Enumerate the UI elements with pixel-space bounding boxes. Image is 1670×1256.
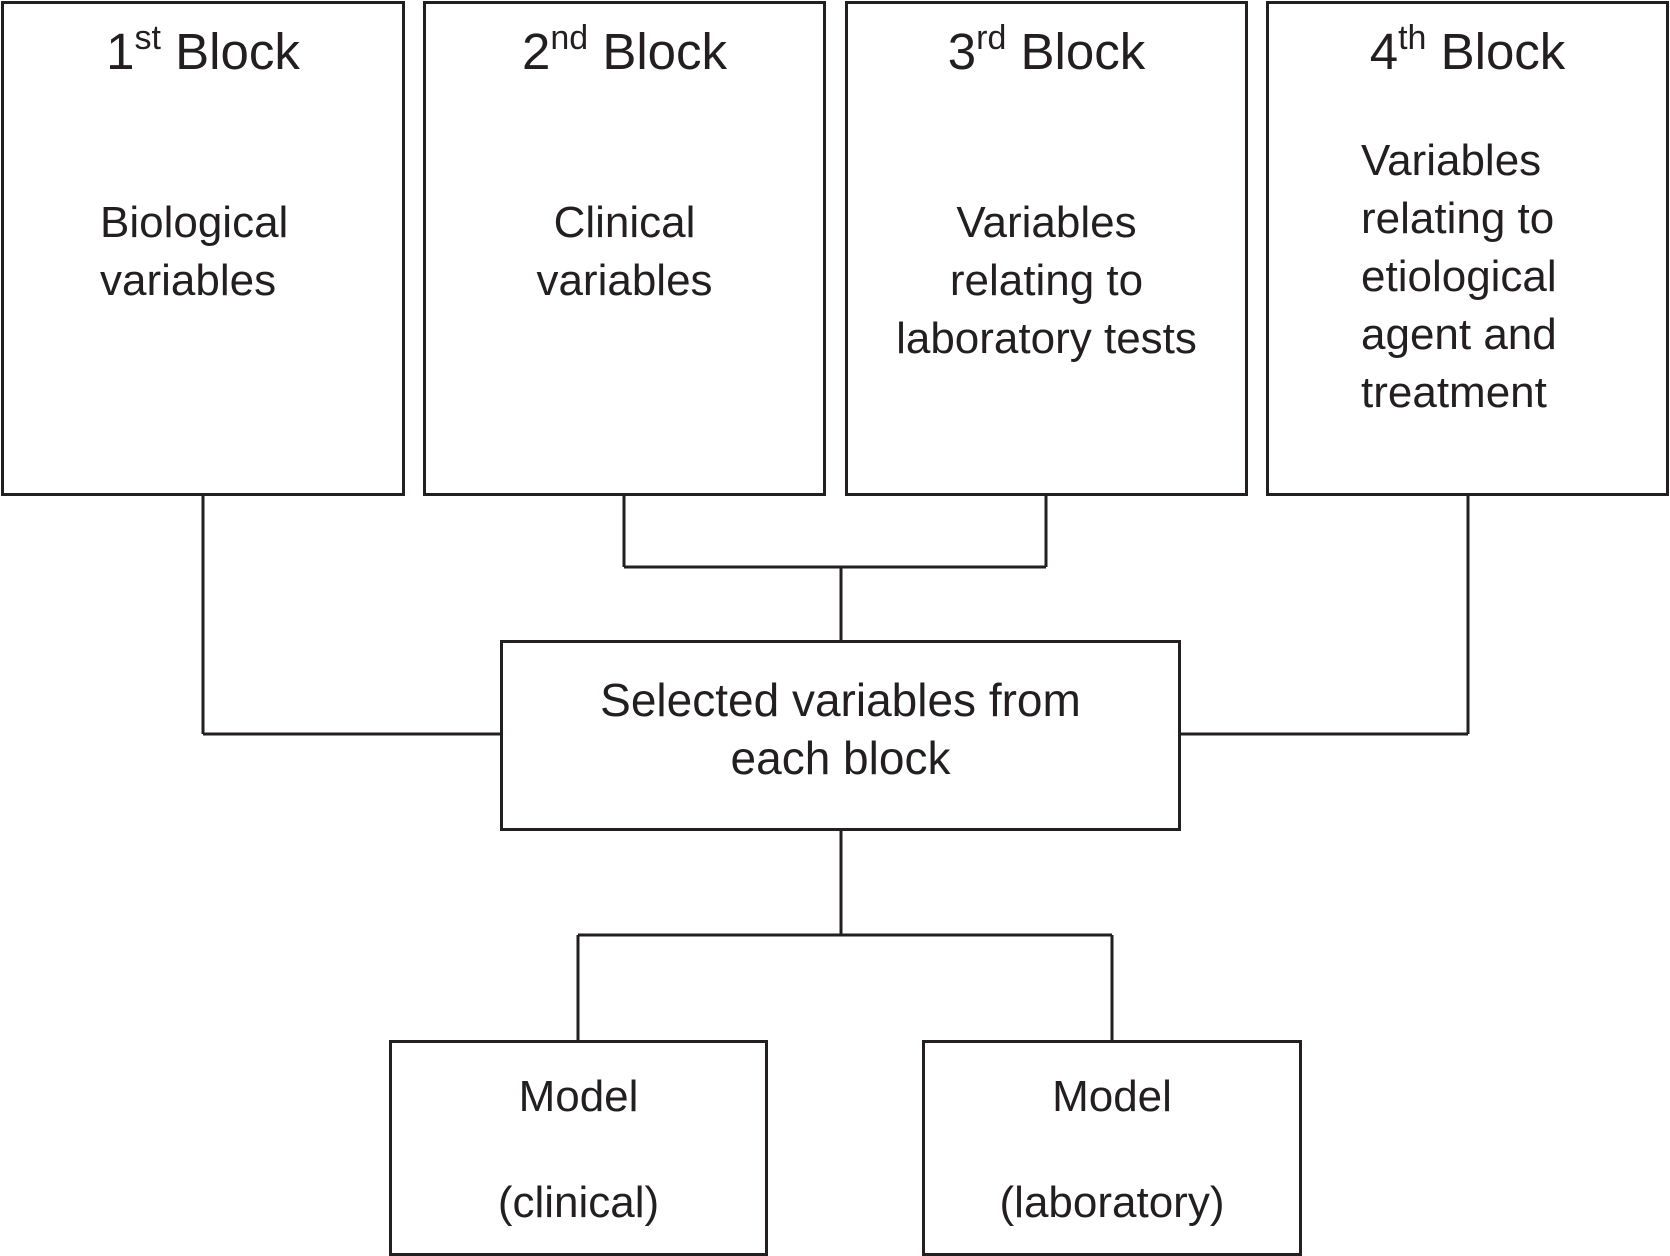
block-4-word: Block <box>1440 23 1566 80</box>
model-clinical-box: Model (clinical) <box>389 1040 768 1256</box>
block-3-heading: 3rd Block <box>848 19 1245 82</box>
block-3-box: 3rd Block Variables relating to laborato… <box>845 1 1248 496</box>
block-3-ordinal: 3 <box>947 23 977 80</box>
model-clinical-subtitle: (clinical) <box>497 1178 660 1227</box>
model-laboratory-subtitle: (laboratory) <box>999 1178 1225 1227</box>
block-4-ordinal-suffix: th <box>1398 19 1427 57</box>
block-2-heading: 2nd Block <box>426 19 823 82</box>
model-laboratory-title: Model <box>1052 1072 1172 1121</box>
block-2-ordinal-suffix: nd <box>550 19 589 57</box>
block-2-word: Block <box>602 23 728 80</box>
block-3-word: Block <box>1020 23 1146 80</box>
block-4-description: Variables relating to etiological agent … <box>1361 136 1557 417</box>
selected-variables-box: Selected variables from each block <box>500 640 1181 831</box>
block-3-ordinal-suffix: rd <box>976 19 1007 57</box>
block-1-box: 1st Block Biological variables <box>1 1 405 496</box>
block-2-ordinal: 2 <box>521 23 551 80</box>
block-3-description: Variables relating to laboratory tests <box>896 198 1197 363</box>
model-laboratory-box: Model (laboratory) <box>922 1040 1302 1256</box>
block-1-ordinal: 1 <box>106 23 135 80</box>
block-2-description: Clinical variables <box>536 198 713 305</box>
selected-variables-text: Selected variables from each block <box>600 674 1081 784</box>
block-4-box: 4th Block Variables relating to etiologi… <box>1266 1 1669 496</box>
block-1-ordinal-suffix: st <box>134 19 161 57</box>
block-1-heading: 1st Block <box>4 19 402 82</box>
block-1-word: Block <box>175 23 300 80</box>
block-4-heading: 4th Block <box>1269 19 1666 82</box>
block-2-box: 2nd Block Clinical variables <box>423 1 826 496</box>
block-4-ordinal: 4 <box>1369 23 1399 80</box>
block-1-description: Biological variables <box>100 198 289 305</box>
model-clinical-title: Model <box>518 1072 639 1121</box>
